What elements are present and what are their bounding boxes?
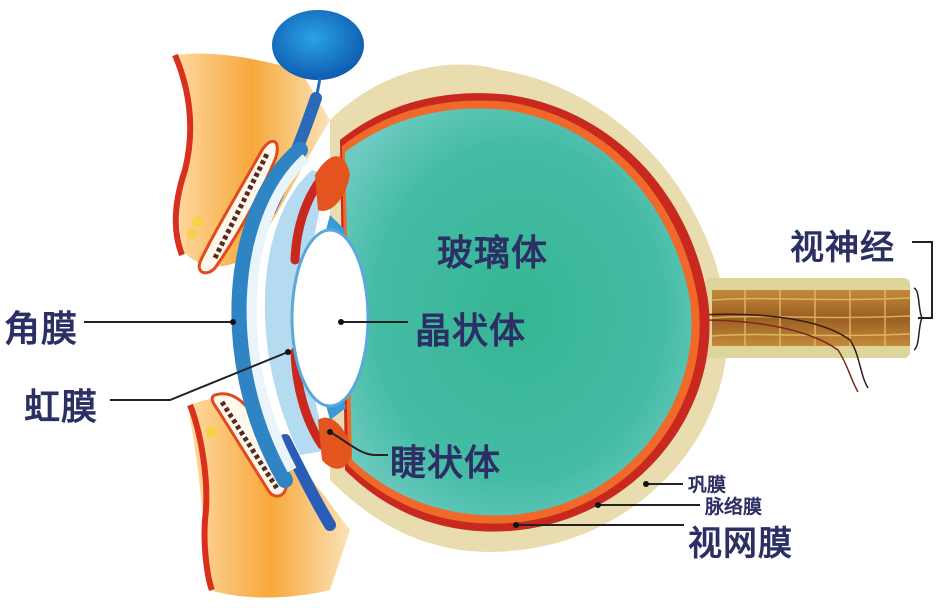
- label-sclera: 巩膜: [688, 474, 727, 496]
- label-choroid: 脉络膜: [705, 496, 763, 518]
- cornea: [231, 142, 308, 488]
- label-iris: 虹膜: [24, 386, 99, 428]
- ciliary-body: [318, 417, 352, 469]
- anterior-segment: [231, 142, 370, 488]
- leader-lines: [84, 241, 933, 526]
- label-optic-nerve: 视神经: [790, 228, 895, 268]
- label-vitreous: 玻璃体: [437, 232, 549, 274]
- label-lens: 晶状体: [415, 310, 527, 352]
- lower-eyelid: [187, 392, 350, 598]
- vitreous-body: [345, 108, 692, 516]
- eyeball: [330, 64, 911, 552]
- lens: [290, 228, 370, 408]
- label-cornea: 角膜: [4, 308, 79, 350]
- label-retina: 视网膜: [688, 524, 793, 564]
- upper-eyelid: [172, 53, 330, 275]
- leader-dots: [230, 319, 649, 528]
- label-ciliary-body: 睫状体: [390, 442, 502, 484]
